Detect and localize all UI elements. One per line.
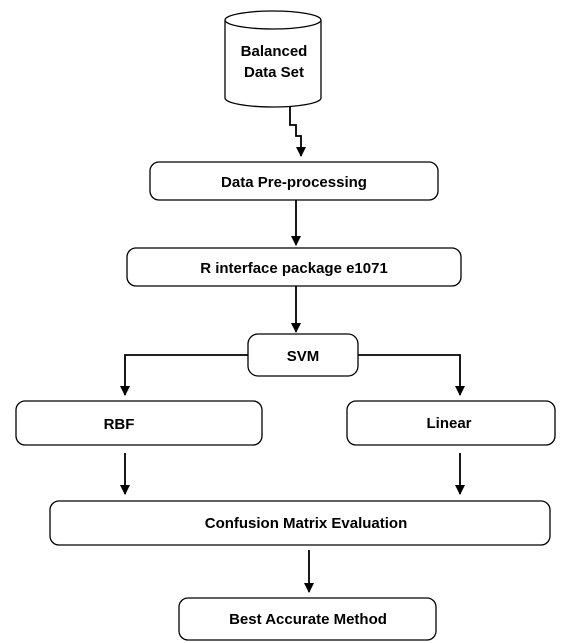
confusion-matrix-label: Confusion Matrix Evaluation xyxy=(205,515,408,532)
svm-label: SVM xyxy=(287,348,320,365)
rbf-node: RBF xyxy=(15,400,263,446)
confusion-matrix-node: Confusion Matrix Evaluation xyxy=(49,500,551,546)
best-method-node: Best Accurate Method xyxy=(178,597,437,641)
linear-node: Linear xyxy=(346,400,556,446)
data-preprocessing-node: Data Pre-processing xyxy=(149,161,439,201)
balanced-data-set-label-line1: Balanced xyxy=(241,43,308,60)
balanced-data-set-label-line2: Data Set xyxy=(244,64,304,81)
data-preprocessing-label: Data Pre-processing xyxy=(221,174,367,191)
rbf-label: RBF xyxy=(104,416,135,433)
connector-svm-to-linear xyxy=(358,354,465,396)
r-interface-node: R interface package e1071 xyxy=(126,247,462,287)
r-interface-label: R interface package e1071 xyxy=(200,260,388,277)
best-method-label: Best Accurate Method xyxy=(229,611,387,628)
connector-dataset-to-preprocessing xyxy=(289,107,306,157)
balanced-data-set-node: Balanced Data Set xyxy=(224,10,322,108)
svm-node: SVM xyxy=(247,333,359,377)
connector-svm-to-rbf xyxy=(120,354,248,396)
linear-label: Linear xyxy=(426,415,471,432)
